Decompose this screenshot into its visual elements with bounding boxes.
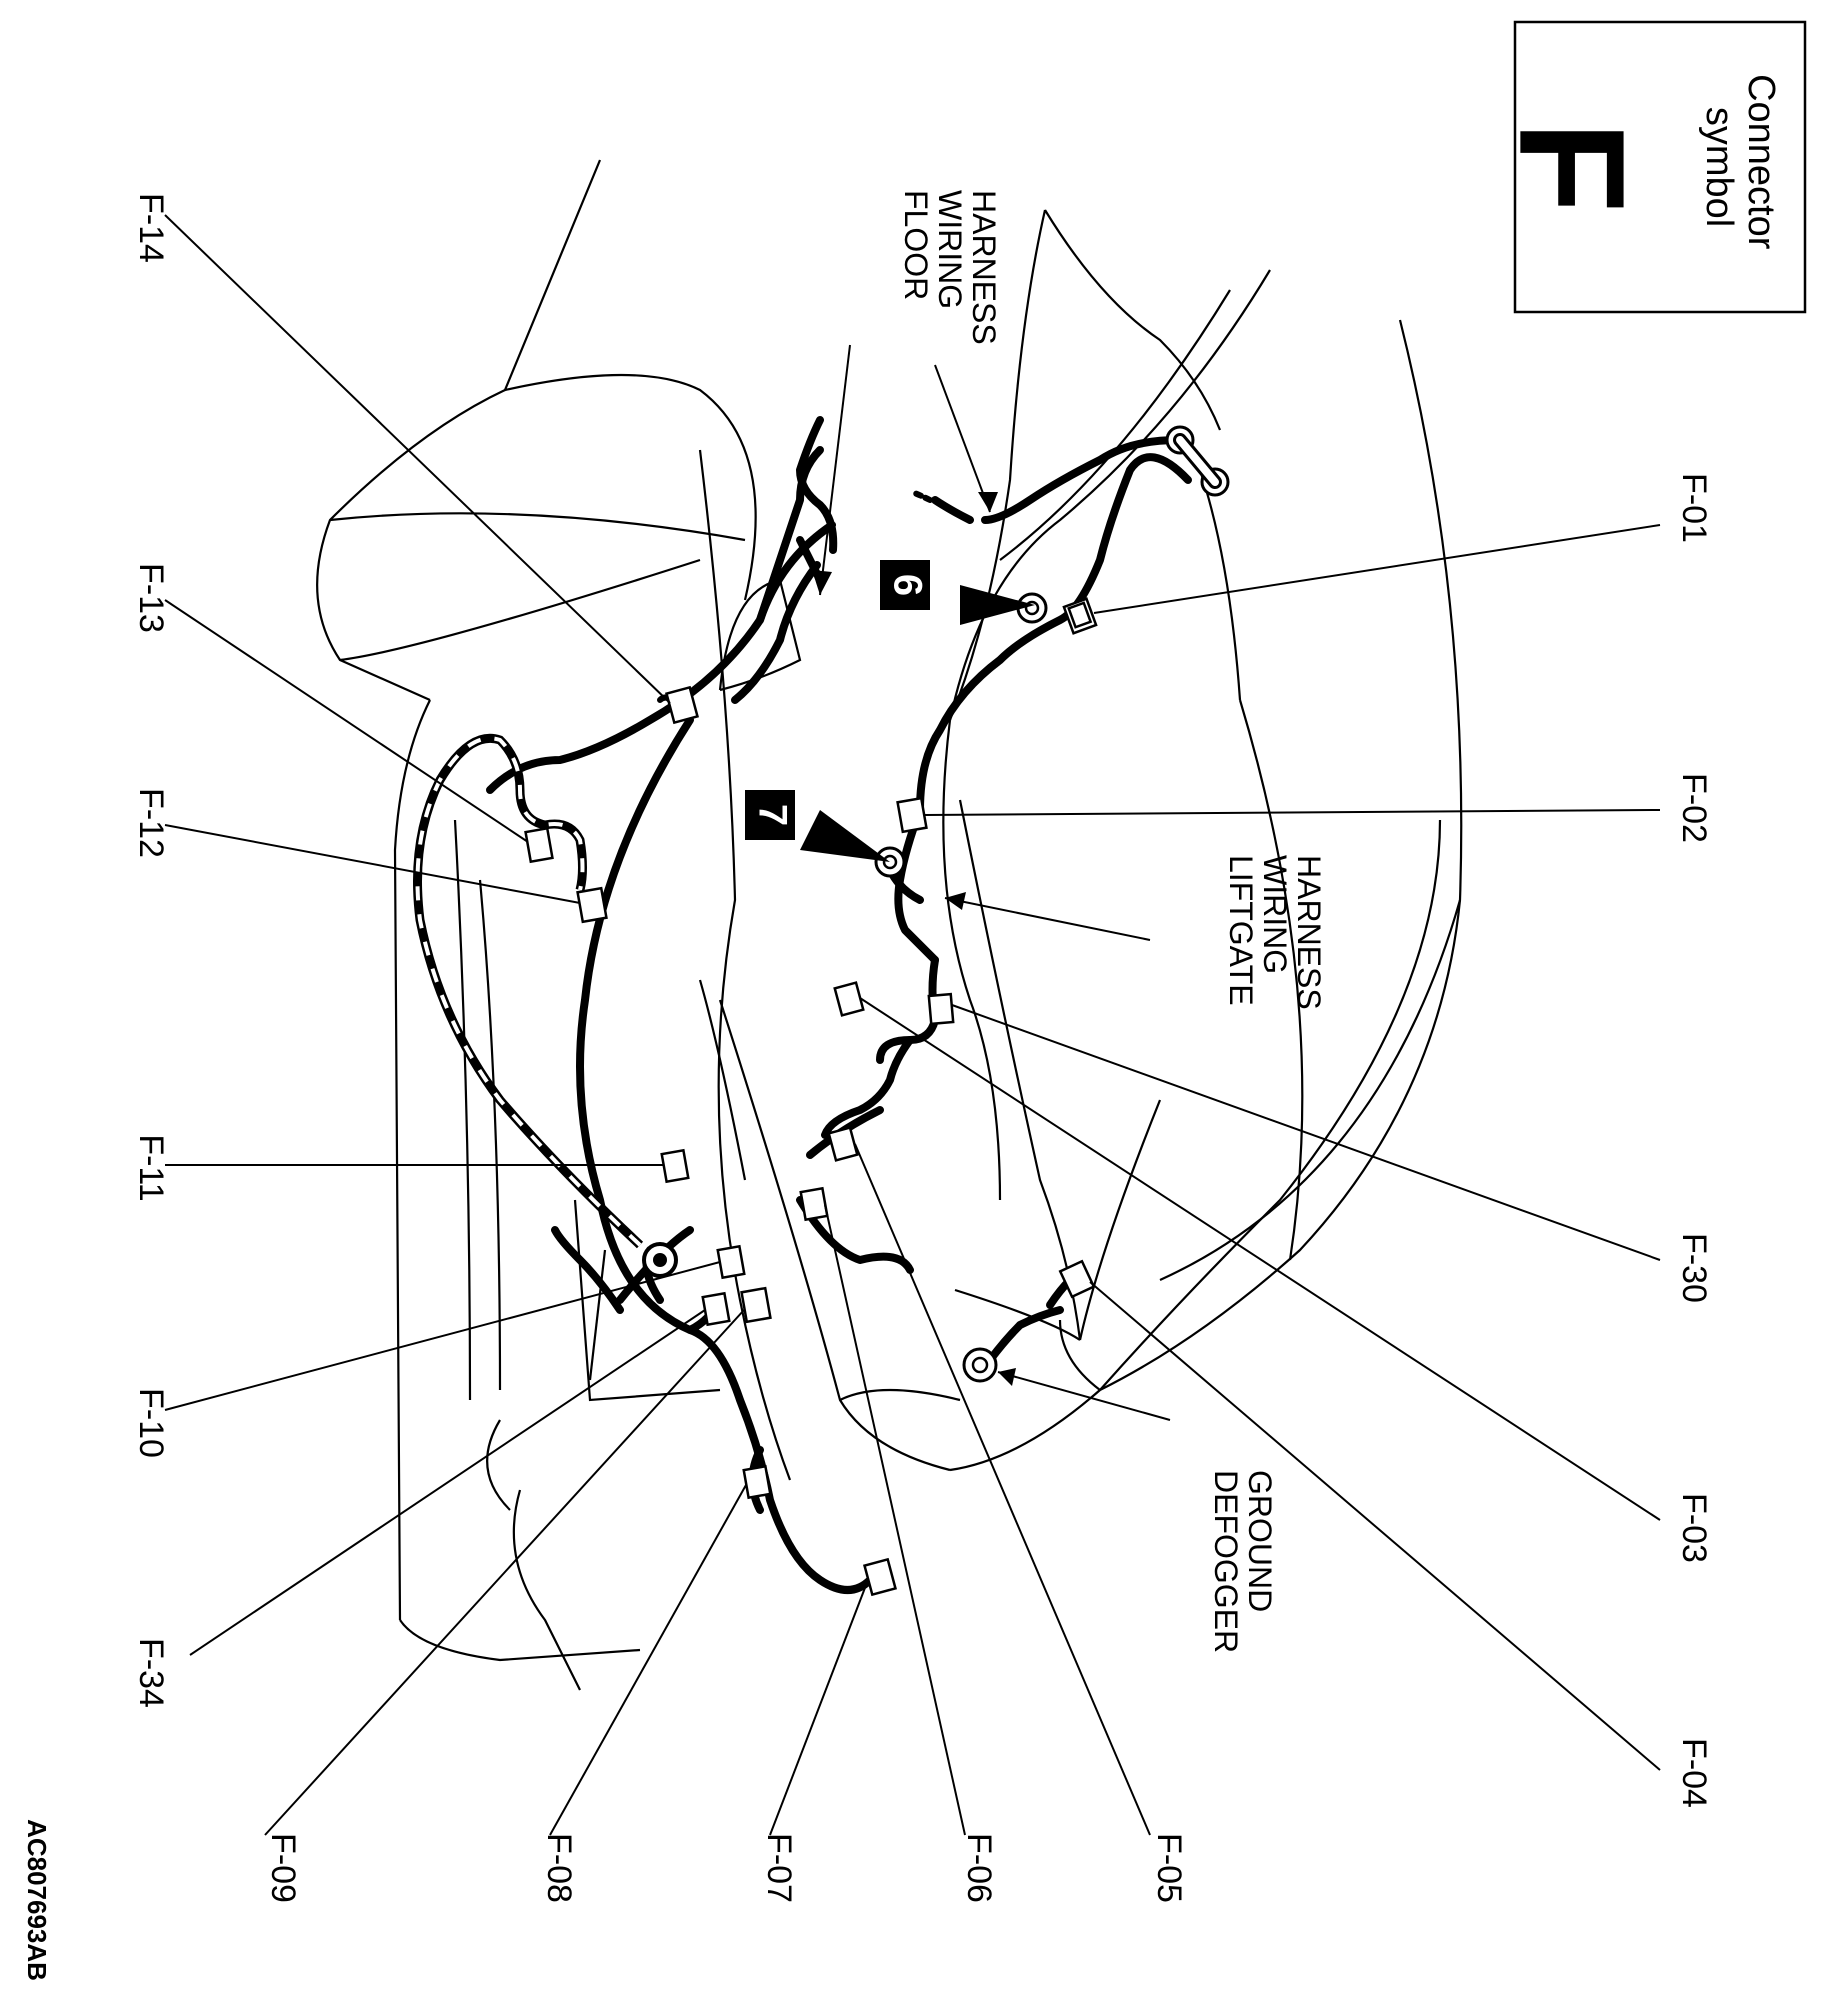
liftgate-wiring-harness-label: LIFTGATE WIRING HARNESS — [1223, 855, 1327, 1014]
connector-f-13 — [524, 826, 554, 864]
connector-symbol-letter: F — [1488, 121, 1656, 213]
connector-f-09 — [740, 1286, 772, 1324]
liftgate-wiring-harness-wire — [821, 436, 1192, 1364]
connector-f-14 — [664, 685, 700, 725]
connector-f-30 — [927, 992, 955, 1026]
connector-f-12 — [576, 886, 608, 924]
label-f-08: F-08 — [540, 1833, 578, 1903]
connector-f-03 — [833, 981, 865, 1017]
defogger-ground-label: DEFOGGER GROUND — [1208, 1470, 1278, 1662]
label-f-13: F-13 — [132, 563, 170, 633]
label-f-02: F-02 — [1675, 773, 1713, 843]
connector-symbol-box: Connector symbol F — [1488, 20, 1807, 314]
label-f-03: F-03 — [1675, 1493, 1713, 1563]
connector-f-11 — [660, 1148, 690, 1184]
vehicle-body-outline — [316, 159, 1463, 1691]
connector-f-07 — [862, 1557, 898, 1597]
floor-harness-lead-wire — [731, 416, 838, 704]
connector-f-08 — [742, 1464, 772, 1500]
label-f-12: F-12 — [132, 788, 170, 858]
connector-f-02 — [896, 796, 928, 834]
label-f-04: F-04 — [1675, 1738, 1713, 1808]
ground-marker-7: 7 — [745, 790, 890, 862]
label-f-34: F-34 — [132, 1638, 170, 1708]
floor-wiring-harness-label: FLOOR WIRING HARNESS — [898, 190, 1002, 345]
leader-lines — [164, 214, 1661, 1836]
label-f-11: F-11 — [132, 1134, 170, 1201]
connector-f-01 — [1062, 597, 1098, 635]
defogger-ground-terminal — [962, 1347, 998, 1383]
svg-text:AC807693AB: AC807693AB — [22, 1819, 52, 1981]
svg-text:DEFOGGER GROUND: DEFOGGER GROUND — [1208, 1470, 1278, 1662]
connector-labels: F-01 F-02 F-30 F-03 F-04 F-14 F-13 F-12 … — [132, 193, 1713, 1903]
floor-wiring-harness-wire — [486, 446, 914, 1594]
label-f-06: F-06 — [960, 1833, 998, 1903]
connector-f-04 — [1058, 1259, 1096, 1299]
leader-arrowheads — [812, 492, 1016, 1386]
svg-text:6: 6 — [885, 574, 929, 596]
svg-text:LIFTGATE WIRING HA: LIFTGATE WIRING HARNESS — [1223, 855, 1327, 1014]
floor-ground-terminal — [642, 1242, 678, 1278]
connector-f-34 — [701, 1291, 731, 1327]
svg-text:7: 7 — [750, 804, 794, 826]
label-f-01: F-01 — [1675, 473, 1713, 543]
connector-f-05 — [827, 1126, 859, 1162]
liftgate-ground-terminals — [1165, 425, 1230, 497]
connector-f-06 — [799, 1186, 829, 1222]
connector-symbol-caption: Connector symbol — [1698, 74, 1782, 260]
label-f-14: F-14 — [132, 193, 170, 263]
connector-shapes — [524, 597, 1098, 1597]
document-code: AC807693AB — [22, 1819, 52, 1981]
connector-f-10 — [716, 1244, 746, 1280]
ground-terminals — [642, 425, 1230, 1383]
label-f-10: F-10 — [132, 1388, 170, 1458]
label-f-09: F-09 — [264, 1833, 302, 1903]
label-f-07: F-07 — [760, 1833, 798, 1903]
label-f-05: F-05 — [1150, 1833, 1188, 1903]
ground-harness-striped-wire — [413, 733, 644, 1249]
label-f-30: F-30 — [1675, 1233, 1713, 1303]
ground-marker-6: 6 — [880, 560, 1035, 625]
svg-text:FLOOR WIRING HARNE: FLOOR WIRING HARNESS — [898, 190, 1002, 345]
